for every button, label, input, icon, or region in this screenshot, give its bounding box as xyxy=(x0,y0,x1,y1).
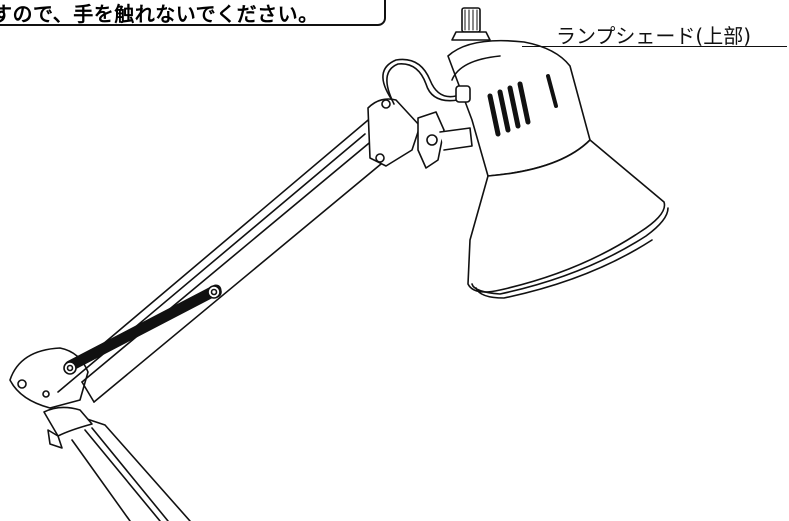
tension-spring xyxy=(63,284,222,375)
warning-box: すので、手を触れないでください。 xyxy=(0,0,386,26)
upper-bracket xyxy=(367,58,473,169)
lampshade-callout-label: ランプシェード(上部) xyxy=(556,24,752,48)
lamp-base-post xyxy=(43,406,191,521)
lamp-arm xyxy=(57,109,411,403)
callout-leader-line xyxy=(522,46,787,47)
lampshade xyxy=(447,7,669,299)
warning-text: すので、手を触れないでください。 xyxy=(0,2,319,26)
